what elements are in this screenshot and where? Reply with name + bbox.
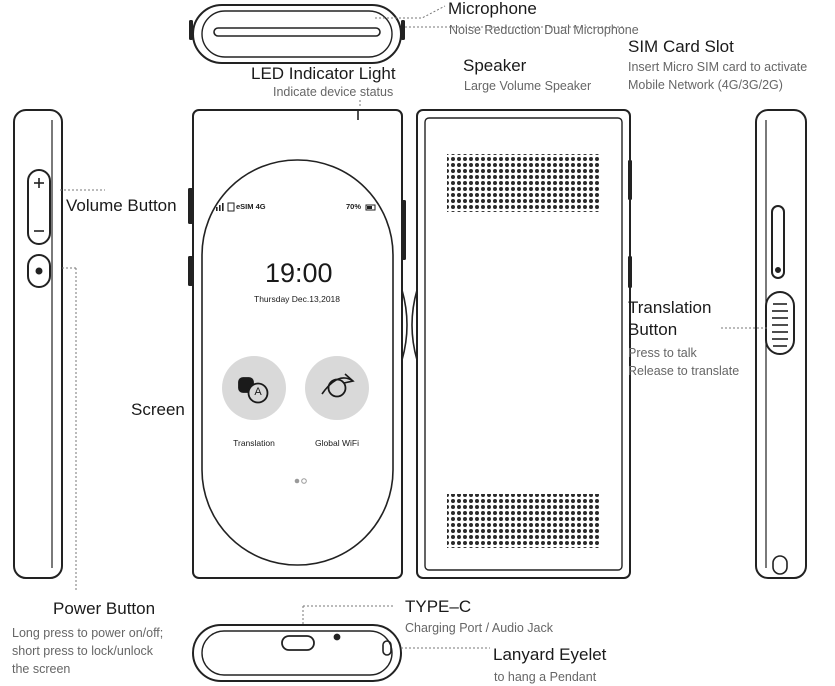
typec-desc: Charging Port / Audio Jack: [405, 621, 553, 635]
front-view: [188, 109, 406, 579]
translation-button-shape: [765, 291, 795, 355]
power-desc-3: the screen: [12, 662, 71, 676]
clock-date: Thursday Dec.13,2018: [254, 294, 340, 304]
global-wifi-app-circle: [305, 356, 369, 420]
callout-lines: [60, 5, 768, 649]
lanyard-hole-side: [772, 555, 788, 575]
typec-port: [281, 635, 315, 651]
sim-slot: [771, 205, 785, 279]
translation-button-desc-2: Release to translate: [628, 364, 740, 378]
speaker-grille-bottom: [447, 494, 599, 548]
global-wifi-app-label: Global WiFi: [315, 438, 359, 448]
power-desc-2: short press to lock/unlock: [12, 644, 154, 658]
lanyard-eyelet: [382, 640, 392, 656]
translation-button-title-2: Button: [628, 320, 678, 339]
status-signal: eSIM 4G: [236, 202, 266, 211]
power-desc-1: Long press to power on/off;: [12, 626, 164, 640]
sim-slot-desc-1: Insert Micro SIM card to activate: [628, 60, 808, 74]
microphone-slot: [213, 27, 381, 37]
side-translation-bulge: [401, 289, 418, 361]
sim-slot-desc-2: Mobile Network (4G/3G/2G): [628, 78, 783, 92]
translation-app-glyph: A: [254, 386, 262, 398]
led-title: LED Indicator Light: [251, 64, 396, 83]
lanyard-desc: to hang a Pendant: [494, 670, 597, 684]
left-side-view: [13, 109, 63, 579]
translation-button-desc-1: Press to talk: [628, 346, 697, 360]
translation-app-icon: [238, 377, 269, 404]
volume-title: Volume Button: [66, 196, 177, 215]
microphone-desc: Noise Reduction Dual Microphone: [449, 23, 639, 37]
top-view: [189, 4, 405, 64]
right-side-view: [755, 109, 807, 579]
power-title: Power Button: [53, 599, 156, 618]
global-wifi-app-icon: [321, 373, 355, 398]
screen-outline: [201, 159, 394, 566]
clock-time: 19:00: [265, 258, 333, 288]
translation-app-label: Translation: [233, 438, 275, 448]
screen-ui: [216, 202, 376, 484]
lanyard-title: Lanyard Eyelet: [493, 645, 607, 664]
led-desc: Indicate device status: [273, 85, 394, 99]
speaker-title: Speaker: [463, 56, 527, 75]
translation-button-title-1: Translation: [628, 298, 712, 317]
back-view: [416, 109, 632, 579]
microphone-title: Microphone: [448, 0, 537, 18]
speaker-grille-top: [447, 154, 599, 212]
screen-title: Screen: [131, 400, 185, 419]
speaker-desc: Large Volume Speaker: [464, 79, 592, 93]
power-key: [27, 254, 51, 288]
bottom-view: [192, 624, 402, 682]
typec-title: TYPE–C: [405, 597, 472, 616]
sim-slot-title: SIM Card Slot: [628, 37, 734, 56]
status-battery: 70%: [346, 202, 362, 211]
volume-rocker: [27, 169, 51, 245]
